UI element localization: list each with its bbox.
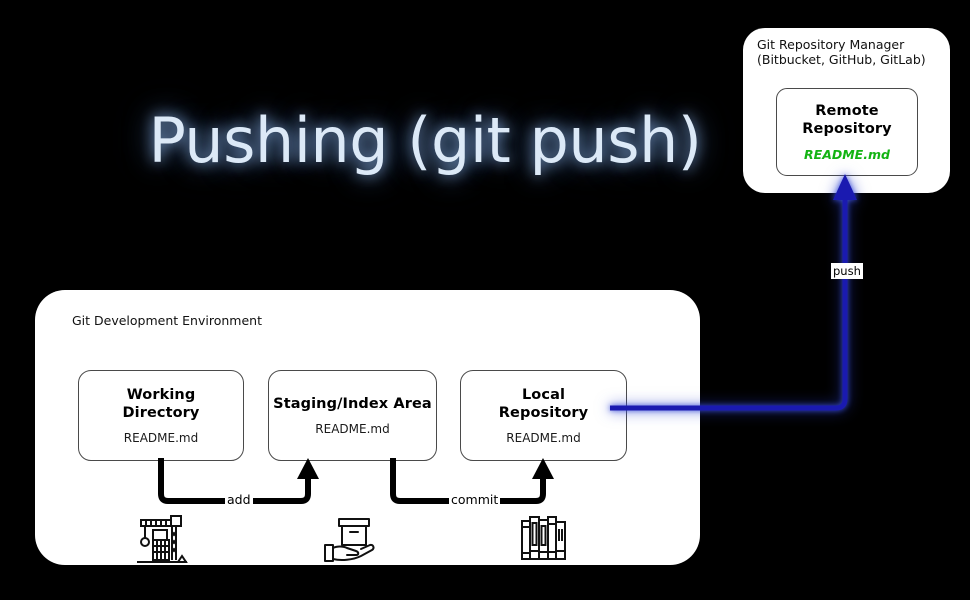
- commit-flow-arrow: [390, 458, 554, 504]
- add-flow-label: add: [225, 492, 253, 507]
- dev-environment-label: Git Development Environment: [72, 313, 262, 328]
- add-flow-arrow: [158, 458, 319, 504]
- staging-index-area-title: Staging/Index Area: [273, 396, 432, 412]
- local-repository-title: Local Repository: [498, 387, 589, 421]
- crane-icon: [137, 515, 188, 563]
- remote-repository-title: Remote Repository: [802, 103, 892, 137]
- local-repository-file: README.md: [506, 431, 581, 445]
- remote-repository-box[interactable]: Remote Repository README.md: [776, 88, 918, 176]
- page-title: Pushing (git push): [148, 104, 703, 177]
- repository-manager-label: Git Repository Manager (Bitbucket, GitHu…: [757, 37, 926, 67]
- books-icon: [521, 516, 566, 560]
- local-repository-box[interactable]: Local Repository README.md: [460, 370, 627, 461]
- remote-repository-file: README.md: [804, 147, 890, 162]
- staging-index-area-box[interactable]: Staging/Index Area README.md: [268, 370, 437, 461]
- working-directory-title: Working Directory: [122, 387, 200, 421]
- staging-index-area-file: README.md: [315, 422, 390, 436]
- working-directory-file: README.md: [123, 431, 199, 445]
- working-directory-box[interactable]: Working Directory README.md: [78, 370, 244, 461]
- push-flow-label: push: [831, 263, 863, 279]
- commit-flow-label: commit: [449, 492, 501, 507]
- hand-package-icon: [324, 518, 375, 562]
